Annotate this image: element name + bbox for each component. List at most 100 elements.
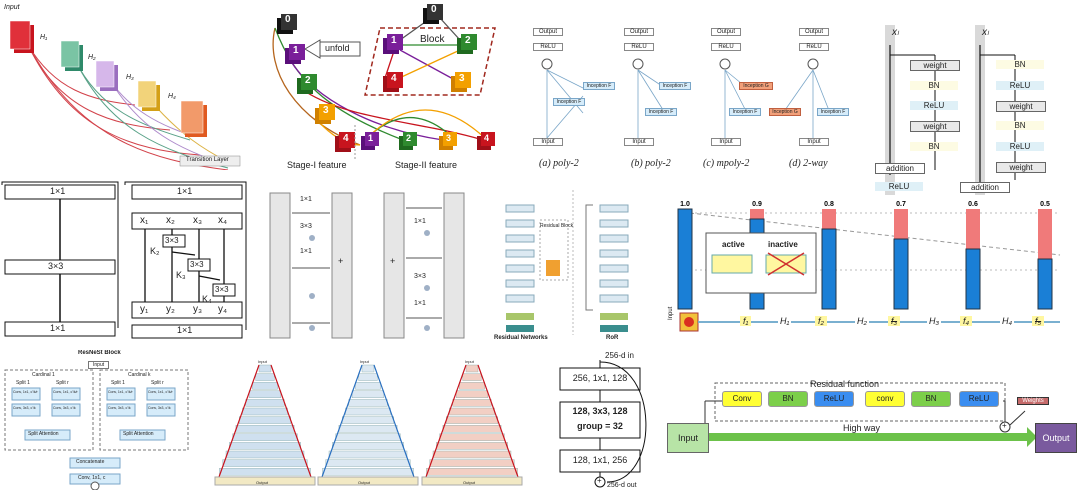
tower2-layer — [335, 433, 401, 442]
cube-label-1a: 1 — [293, 45, 299, 56]
highway-high-way-label: High way — [843, 423, 881, 433]
sd-h2: H₂ — [855, 316, 869, 326]
polynet-d-inception-g: Inception G — [769, 108, 801, 116]
preact-left-bn-2: BN — [910, 142, 958, 151]
tower2-base — [317, 476, 419, 486]
polynet-d-input: Input — [799, 138, 829, 146]
resnest-diagram — [4, 369, 189, 490]
tower1-output: Output — [256, 480, 269, 485]
polynet-b-plus — [632, 58, 644, 70]
ror-diagram — [505, 190, 629, 335]
polynet-b-relu: ReLU — [624, 43, 654, 51]
resnest-cardinalk: Cardinal k — [128, 372, 151, 378]
resnest-conv-a-4: Conv, 1x1, c'/k/r — [148, 390, 173, 394]
cube-3-stage2 — [439, 132, 457, 150]
res2net-x4: x₄ — [218, 215, 228, 226]
dual-path-panel: 0 1 2 3 4 0 1 2 4 3 1 2 3 4 unfold Block… — [255, 0, 505, 175]
cube-label-4b: 4 — [391, 73, 397, 84]
tower1-layer — [222, 459, 308, 467]
cube-2-stage2 — [399, 132, 417, 150]
tower1-layer — [242, 407, 288, 416]
cube-3-block — [451, 72, 471, 92]
resnext-layer2-a: 128, 3x3, 128 — [572, 406, 628, 416]
polynet-d-relu: ReLU — [799, 43, 829, 51]
preact-left-x: xₗ — [892, 27, 899, 38]
towers-panel: Input Output Input Output Input Output — [210, 355, 530, 490]
survival-bar-dropped-2 — [750, 209, 764, 219]
stage1-label: Stage-I feature — [287, 160, 347, 170]
polynet-d-plus — [807, 58, 819, 70]
highway-block-bn1: BN — [768, 391, 808, 407]
polynet-a-output: Output — [533, 28, 563, 36]
preact-left-bn-1: BN — [910, 81, 958, 90]
preact-left-relu-out: ReLU — [875, 182, 923, 191]
block-dashed-region — [364, 27, 496, 96]
resnest-cardinal1: Cardinal 1 — [32, 372, 55, 378]
resnest-conv-a-2: Conv, 1x1, c'/k/r — [53, 390, 78, 394]
tower3-layer — [436, 442, 508, 450]
resnest-split-attention-1: Split Attention — [28, 431, 59, 437]
tower2-layer — [348, 399, 388, 407]
survival-bar-kept-1 — [677, 208, 693, 310]
ror-panel: Residual Block Residual Networks RoR — [488, 185, 658, 345]
survival-bar-dropped-6 — [1038, 209, 1052, 259]
tower1-layer — [225, 450, 305, 459]
tower1-layer — [252, 382, 278, 390]
densenet-layer-x3 — [137, 80, 160, 111]
preact-right-bn-1: BN — [996, 60, 1044, 69]
survival-bar-kept-3 — [821, 228, 837, 310]
highway-block-bn2: BN — [911, 391, 951, 407]
dual-path-diagram — [272, 4, 496, 160]
polynet-caption-d: (d) 2-way — [789, 158, 828, 169]
revnet-label-2: 3×3 — [300, 223, 312, 230]
tower1-base — [214, 476, 316, 486]
polynet-a-inception-2: Inception F — [553, 98, 585, 106]
tower3-layer — [449, 407, 495, 416]
res2net-right-bot-label: 1×1 — [177, 325, 193, 335]
cube-1-block — [383, 34, 403, 54]
resnest-panel: ResNeSt Block Input Cardinal 1 Cardinal … — [0, 350, 195, 490]
cube-label-1b: 1 — [391, 35, 397, 46]
revnet-panel: 1×1 3×3 1×1 1×1 3×3 1×1 + + — [262, 188, 482, 343]
polynet-a-plus — [541, 58, 553, 70]
highway-panel: Residual function Conv BN ReLU conv BN R… — [665, 375, 1080, 475]
highway-block-relu2: ReLU — [959, 391, 999, 407]
polynet-a-inception-1: Inception F — [583, 82, 615, 90]
revnet-label-5: 3×3 — [414, 273, 426, 280]
polynet-caption-b: (b) poly-2 — [631, 158, 671, 169]
tower1-layer — [219, 467, 311, 476]
cube-3-left — [315, 104, 335, 124]
resnext-diagram — [559, 360, 647, 488]
polynet-c-output: Output — [711, 28, 741, 36]
survival-bar-kept-6 — [1037, 258, 1053, 310]
tower1-layer — [245, 399, 285, 407]
res2net-k3: K₃ — [176, 270, 186, 280]
resnest-splitr-a: Split r — [56, 380, 69, 386]
polynet-a-relu: ReLU — [533, 43, 563, 51]
tower3-layer — [462, 373, 482, 381]
cube-2-block — [457, 34, 477, 54]
ror-residual-block-label: Residual Block — [540, 223, 574, 229]
res2net-x2: x₂ — [166, 215, 175, 226]
cube-label-1c: 1 — [368, 133, 374, 143]
resnest-title: ResNeSt Block — [78, 350, 121, 356]
highway-diagram — [704, 382, 1037, 447]
res2net-k2-box: 3×3 — [165, 236, 179, 245]
survival-label-1: 1.0 — [680, 201, 690, 208]
preact-right-x: xₗ — [982, 27, 989, 38]
resnest-splitr-b: Split r — [151, 380, 164, 386]
preact-right-relu-1: ReLU — [996, 81, 1044, 90]
highway-output: Output — [1035, 423, 1077, 453]
preact-left-weight-2: weight — [910, 121, 960, 132]
densenet-transition-label: Transition Layer — [186, 157, 229, 163]
tower2-layer — [332, 442, 404, 450]
res2net-diagram — [1, 181, 247, 339]
preact-right-weight-2: weight — [996, 162, 1046, 173]
densenet-layer-x2 — [95, 60, 118, 91]
densenet-layer-x0 — [9, 20, 34, 53]
tower2-edges — [321, 364, 415, 478]
res2net-x1: x₁ — [140, 215, 149, 226]
polynet-diagram — [541, 58, 831, 139]
resnext-in: 256-d in — [605, 351, 634, 360]
